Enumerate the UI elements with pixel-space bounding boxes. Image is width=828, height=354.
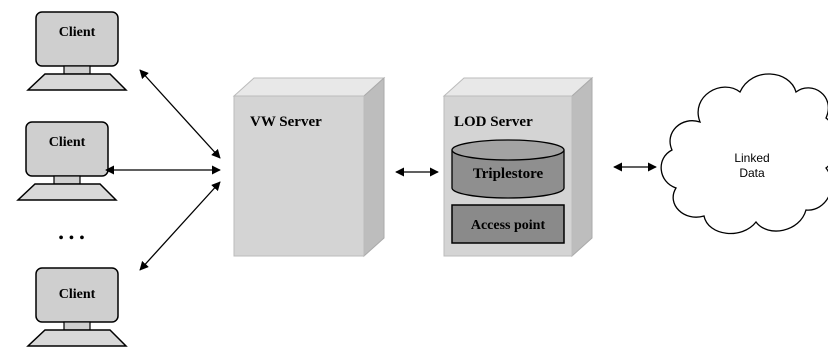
ellipsis: • • •	[59, 231, 86, 246]
triplestore-database-icon: Triplestore	[451, 139, 565, 199]
linked-data-label-line2: Data	[739, 166, 765, 180]
keyboard-icon	[26, 329, 128, 347]
keyboard-icon	[26, 73, 128, 91]
triplestore-label: Triplestore	[473, 166, 544, 182]
connection-arrow	[139, 181, 221, 271]
lod-server-label: LOD Server	[454, 114, 533, 130]
vw-server-box: VW Server	[232, 76, 386, 258]
client-computer-1: Client	[26, 11, 128, 91]
access-point-box: Access point	[451, 204, 565, 244]
linked-data-label-line1: Linked	[734, 151, 769, 165]
connection-arrow	[139, 69, 221, 159]
vw-server-label: VW Server	[250, 114, 322, 130]
client-label: Client	[59, 25, 96, 40]
keyboard-icon	[16, 183, 118, 201]
lod-server-box: LOD Server Triplestore Access point	[442, 76, 594, 258]
access-point-label: Access point	[471, 218, 546, 233]
client-computer-2: Client	[16, 121, 118, 201]
client-computer-3: Client	[26, 267, 128, 347]
linked-data-cloud-icon: Linked Data	[660, 73, 828, 235]
client-label: Client	[59, 287, 96, 302]
client-label: Client	[49, 135, 86, 150]
